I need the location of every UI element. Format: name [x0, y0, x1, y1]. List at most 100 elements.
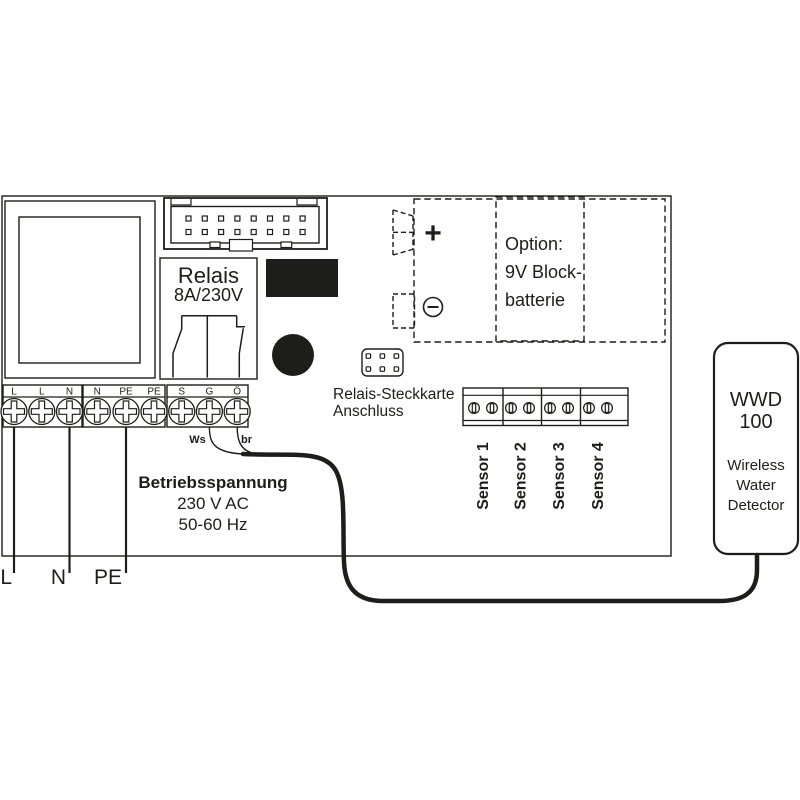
pin-icon [201, 228, 208, 236]
relay-box [159, 257, 258, 380]
ribbon-pins [185, 215, 306, 236]
sensor-label-3: Sensor 3 [551, 442, 568, 510]
relay-card-header [361, 348, 404, 377]
screw-terminal [522, 402, 536, 414]
pin-icon [393, 353, 400, 359]
mains-label-pe: PE [94, 566, 122, 589]
screw-terminal [0, 397, 28, 426]
pin-icon [250, 228, 257, 236]
ribbon-notch-left [170, 198, 192, 206]
br-wire [236, 426, 252, 454]
relay-card-label-line1: Relais-Steckkarte [333, 386, 454, 403]
battery-area-outline [413, 198, 666, 343]
transformer-inner [18, 216, 141, 364]
pin-icon [283, 215, 290, 222]
pin-icon [185, 228, 192, 236]
pin-icon [266, 228, 274, 236]
mains-wires: L N PE [0, 427, 128, 589]
pin-icon [379, 366, 386, 372]
supply-frequency: 50-60 Hz [179, 515, 248, 534]
sensor-terminal-block [462, 387, 629, 427]
ribbon-notch-right [296, 198, 318, 206]
sensor-label-1: Sensor 1 [475, 442, 492, 510]
screw-terminal [468, 402, 480, 414]
battery-option-line2: 9V Block- [505, 262, 582, 282]
relay-card-label: Relais-Steckkarte Anschluss [333, 386, 454, 420]
screw-terminal [168, 397, 196, 426]
pin-icon [185, 215, 192, 222]
power-terminal-blocks: L L N N PE PE S G Ö [0, 384, 251, 428]
screw-terminal [55, 397, 84, 426]
mains-label-n: N [51, 566, 66, 589]
supply-title: Betriebsspannung [138, 473, 287, 492]
screw-terminal [83, 397, 111, 426]
battery-option-text: Option: 9V Block- batterie [505, 234, 582, 310]
screw-terminal [195, 397, 224, 426]
relay-contact-symbol-icon [171, 314, 245, 378]
device-model-line2: 100 [739, 411, 772, 433]
device-type-line3: Detector [728, 497, 785, 514]
screw-terminal [600, 402, 614, 414]
header-outline [361, 348, 404, 377]
pin-icon [365, 353, 372, 359]
transformer-outer [4, 200, 156, 379]
ribbon-connector [163, 197, 328, 252]
relay-title: Relais [178, 263, 239, 288]
pin-icon [393, 366, 400, 372]
supply-voltage: 230 V AC [177, 494, 249, 513]
mains-label-l: L [0, 566, 12, 589]
screw-terminal [28, 397, 56, 426]
sensor-label-2: Sensor 2 [513, 442, 530, 510]
terminal-label-l1: L [11, 387, 17, 398]
pin-icon [234, 215, 241, 222]
pin-icon [379, 353, 386, 359]
battery-plus-symbol: + [424, 217, 442, 250]
pin-icon [365, 366, 372, 372]
wwd-device: WWD 100 Wireless Water Detector [712, 341, 800, 556]
pin-icon [218, 228, 225, 236]
relay-card-label-line2: Anschluss [333, 403, 404, 420]
pin-icon [299, 215, 306, 222]
screw-terminal [582, 402, 596, 414]
terminal-label-s: S [178, 387, 185, 398]
circuit-board: Relais 8A/230V + Option: 9V Block- batte… [0, 195, 672, 557]
pin-icon [299, 228, 306, 236]
battery-option-outline [495, 196, 585, 342]
terminal-label-n1: N [66, 387, 73, 398]
sensor-cable-group: Ws br [189, 426, 760, 604]
device-type-line1: Wireless [727, 457, 785, 474]
pin-icon [218, 215, 225, 222]
device-type-line2: Water [736, 477, 775, 494]
screw-terminal [140, 397, 168, 426]
sensor-block-outline [462, 387, 629, 427]
screw-terminal [112, 397, 140, 426]
screw-terminal [486, 402, 498, 414]
br-wire-label: br [241, 434, 253, 446]
minus-circle [422, 296, 444, 318]
terminal-label-oe: Ö [233, 386, 241, 398]
device-model-line1: WWD [730, 389, 782, 411]
battery-option-line1: Option: [505, 234, 563, 254]
board-outline [1, 195, 672, 557]
supply-voltage-label: Betriebsspannung 230 V AC 50-60 Hz [138, 473, 287, 534]
device-outline [712, 341, 800, 556]
ribbon-inner [170, 205, 320, 244]
buzzer-icon [272, 334, 314, 376]
terminal-label-g: G [206, 387, 214, 398]
sensor-label-4: Sensor 4 [590, 442, 607, 510]
sensor-labels: Sensor 1 Sensor 2 Sensor 3 Sensor 4 [475, 442, 607, 510]
ws-wire [208, 426, 244, 455]
screw-terminal [505, 402, 518, 414]
battery-clip-minus [392, 293, 416, 329]
relay-module: Relais 8A/230V [159, 257, 258, 380]
pin-icon [201, 215, 208, 222]
terminal-label-n2: N [94, 387, 101, 398]
screw-terminal [223, 397, 251, 426]
pin-icon [283, 228, 290, 236]
ws-wire-label: Ws [189, 434, 206, 446]
relay-rating: 8A/230V [174, 285, 243, 305]
battery-minus-icon [422, 296, 444, 318]
screw-terminal [543, 402, 557, 414]
